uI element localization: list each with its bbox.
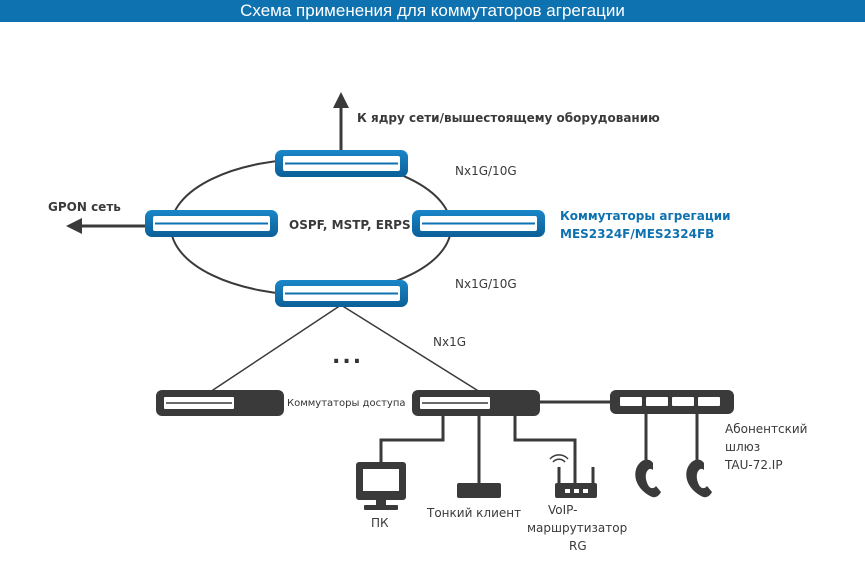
access-switch-left bbox=[156, 390, 284, 416]
core-label: К ядру сети/вышестоящему оборудованию bbox=[357, 111, 660, 125]
gpon-label: GPON сеть bbox=[48, 200, 121, 214]
gateway-label-line1: Абонентский bbox=[725, 422, 808, 436]
link-top-label: Nx1G/10G bbox=[455, 164, 517, 178]
aggregation-label-line2: MES2324F/MES2324FB bbox=[560, 227, 715, 241]
pc-label: ПК bbox=[371, 516, 389, 530]
phone-icon bbox=[635, 459, 712, 498]
thin-client-label: Тонкий клиент bbox=[427, 506, 522, 520]
voip-router-label-line2: маршрутизатор bbox=[527, 521, 628, 535]
link-right-access bbox=[340, 304, 481, 393]
voip-router-label-line1: VoIP- bbox=[548, 503, 578, 517]
pc-icon bbox=[356, 462, 406, 510]
access-link-label: Nx1G bbox=[433, 335, 467, 349]
arrow-left-icon bbox=[66, 218, 146, 234]
link-left-access bbox=[209, 304, 342, 393]
ellipsis-dots: ... bbox=[332, 344, 364, 369]
gateway-label-line2: шлюз bbox=[725, 440, 761, 454]
arrow-up-icon bbox=[333, 92, 349, 150]
link-bottom-label: Nx1G/10G bbox=[455, 277, 517, 291]
thin-client-icon bbox=[457, 483, 501, 498]
client-links bbox=[379, 416, 577, 483]
voip-router-label-line3: RG bbox=[569, 539, 587, 553]
aggregation-label-line1: Коммутаторы агрегации bbox=[560, 209, 731, 223]
page-title: Схема применения для коммутаторов агрега… bbox=[240, 1, 625, 20]
router-icon bbox=[549, 454, 597, 498]
phone-links bbox=[644, 414, 699, 462]
gateway-label-line3: TAU-72.IP bbox=[725, 458, 783, 472]
title-bar: Схема применения для коммутаторов агрега… bbox=[0, 0, 865, 22]
protocols-label: OSPF, MSTP, ERPS bbox=[289, 218, 411, 232]
gateway-icon bbox=[610, 390, 734, 414]
switch-icon bbox=[145, 150, 545, 307]
access-switches-label: Коммутаторы доступа bbox=[287, 398, 406, 409]
access-switch-right bbox=[412, 390, 540, 416]
